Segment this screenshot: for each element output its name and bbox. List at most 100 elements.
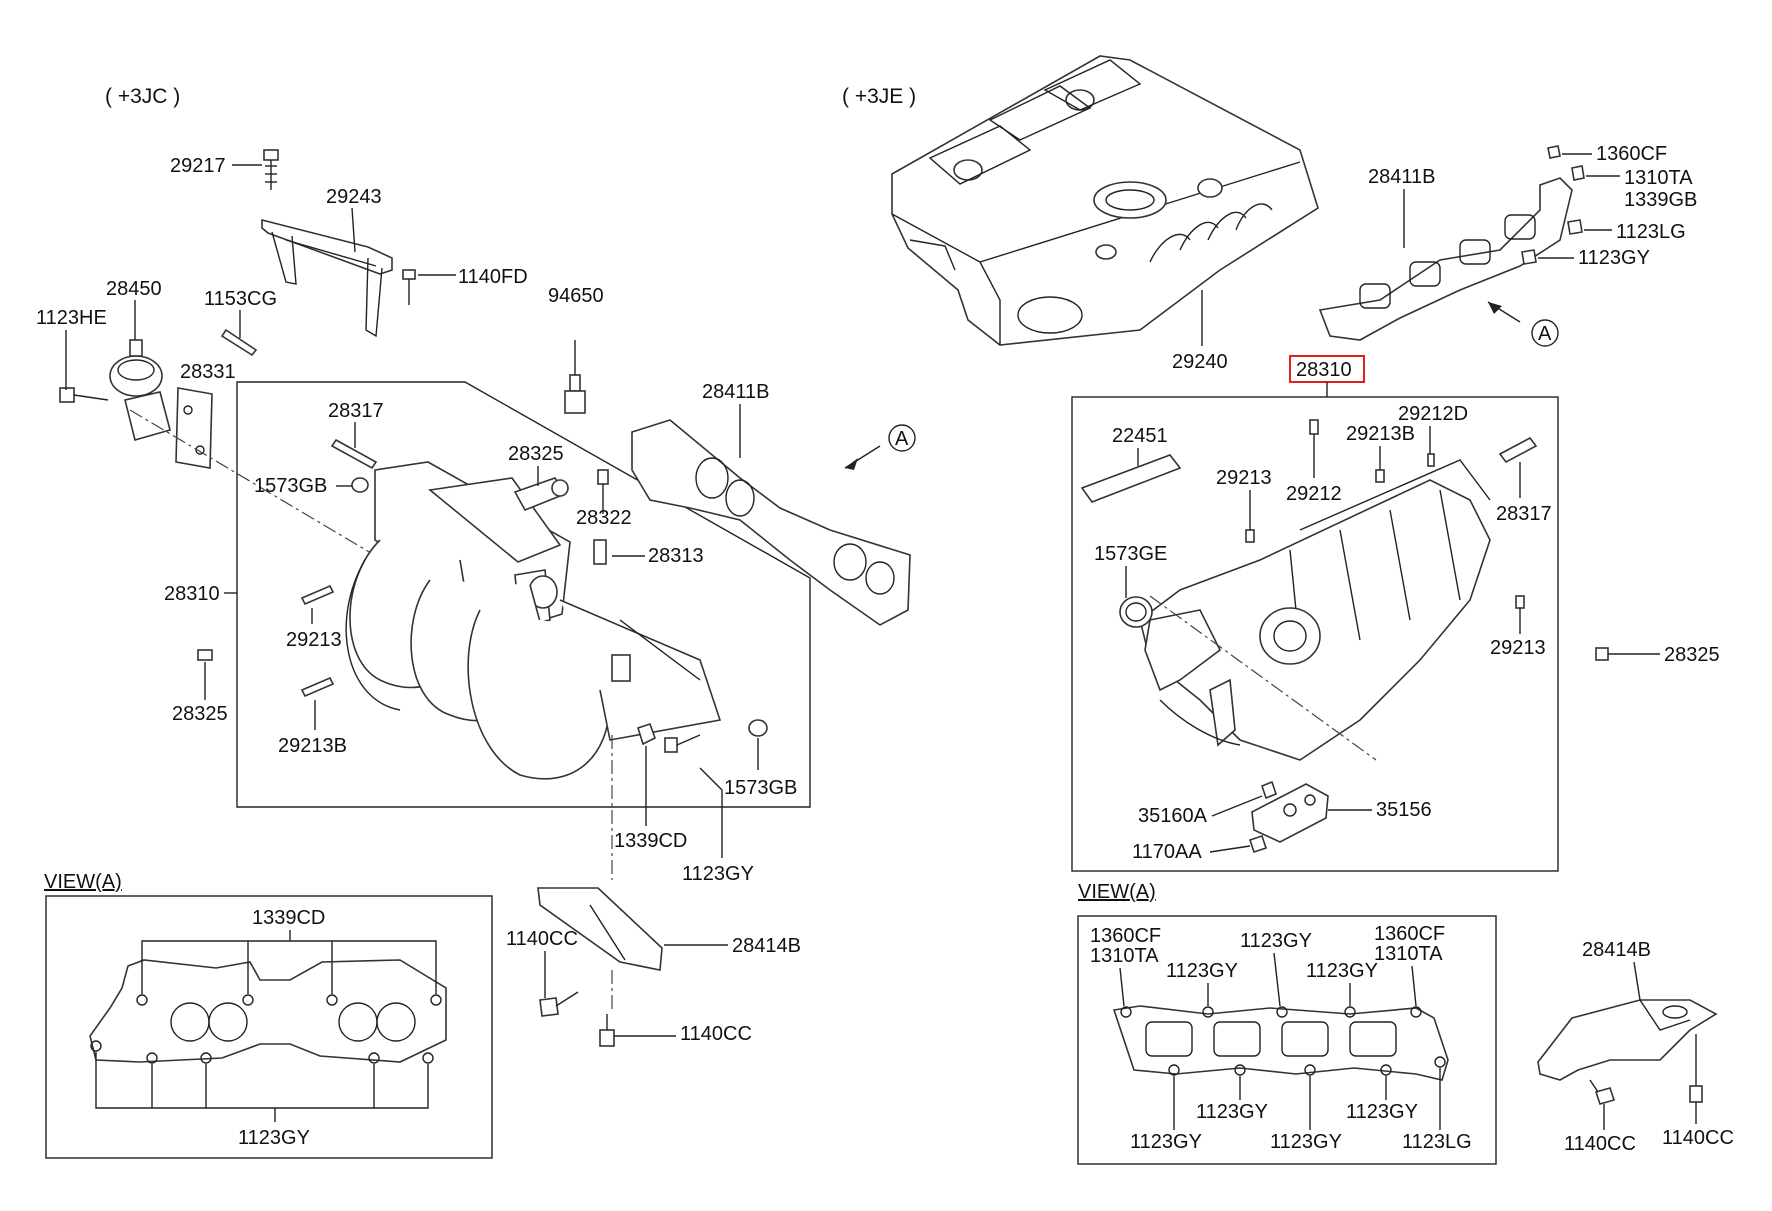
label-29212D: 29212D xyxy=(1398,403,1468,425)
bolt-1123HE xyxy=(59,387,109,403)
arrow-a-left: A xyxy=(844,424,916,470)
label-29213B-right: 29213B xyxy=(1346,423,1415,445)
bolt-29217 xyxy=(263,149,279,190)
label-29213-left: 29213 xyxy=(286,629,342,651)
label-22451: 22451 xyxy=(1112,425,1168,447)
view-a-left-gasket xyxy=(89,959,447,1064)
hardware-right-top xyxy=(1521,145,1585,265)
bracket-28414B-left xyxy=(537,887,663,971)
label-28317-right: 28317 xyxy=(1496,503,1552,525)
gasket-35160A xyxy=(1261,780,1277,800)
label-1140CC-b: 1140CC xyxy=(680,1023,752,1045)
label-28411B-left: 28411B xyxy=(702,381,769,403)
label-28450: 28450 xyxy=(106,278,162,300)
label-view-1123GY-f: 1123GY xyxy=(1130,1131,1202,1153)
right-assembly-frame xyxy=(1071,396,1559,872)
label-29213-right-a: 29213 xyxy=(1216,467,1272,489)
label-35160A: 35160A xyxy=(1138,805,1208,827)
label-plate-22451 xyxy=(1080,454,1182,503)
bolt-1140FD xyxy=(402,269,416,305)
center-line xyxy=(129,409,409,576)
engine-cover-29240 xyxy=(891,55,1319,346)
left-group-title: ( +3JC ) xyxy=(105,85,180,108)
label-view-1310TA-b: 1310TA xyxy=(1374,943,1443,965)
label-1339CD-left: 1339CD xyxy=(614,830,687,852)
label-29213-right-b: 29213 xyxy=(1490,637,1546,659)
label-1140FD: 1140FD xyxy=(458,266,528,288)
label-view-1123GY-a: 1123GY xyxy=(1166,960,1238,982)
gasket-28411B-right xyxy=(1318,177,1573,341)
intake-manifold-left xyxy=(345,461,722,780)
label-28310-left: 28310 xyxy=(164,583,220,605)
labels-left: 29217 29243 1140FD 28450 1153CG 94650 11… xyxy=(36,155,801,1045)
bracket-29243 xyxy=(261,218,393,338)
valve-28325-top xyxy=(513,477,569,512)
view-a-left-leaders: 1339CD 1123GY xyxy=(95,907,437,1149)
bolt-1170AA xyxy=(1248,834,1268,854)
label-1123LG-right: 1123LG xyxy=(1616,221,1686,243)
view-a-left-frame xyxy=(45,895,493,1159)
label-view-1123GY-c: 1123GY xyxy=(1306,960,1378,982)
label-1123GY-view: 1123GY xyxy=(238,1127,310,1149)
label-29243: 29243 xyxy=(326,186,382,208)
stud-28317-right xyxy=(1498,436,1538,464)
label-29213B-left: 29213B xyxy=(278,735,347,757)
label-view-1310TA-a: 1310TA xyxy=(1090,945,1159,967)
label-94650: 94650 xyxy=(548,285,604,307)
label-view-1360CF-b: 1360CF xyxy=(1374,923,1445,945)
label-1573GB-top: 1573GB xyxy=(254,475,327,497)
seal-1573GE xyxy=(1119,596,1153,628)
view-a-right-title: VIEW(A) xyxy=(1078,881,1156,903)
gasket-28411B-left xyxy=(631,419,911,626)
label-1140CC-c: 1140CC xyxy=(1564,1133,1636,1155)
intake-manifold-right xyxy=(1139,459,1491,761)
label-28313: 28313 xyxy=(648,545,704,567)
label-view-1360CF-a: 1360CF xyxy=(1090,925,1161,947)
label-1339CD-view: 1339CD xyxy=(252,907,325,929)
view-a-right-labels: 1360CF 1310TA 1123GY 1123GY 1360CF 1310T… xyxy=(1090,923,1472,1153)
pins-right xyxy=(1245,419,1609,661)
left-assembly-frame xyxy=(236,381,811,808)
label-1123GY-right: 1123GY xyxy=(1578,247,1650,269)
view-a-right-gasket xyxy=(1112,1005,1449,1081)
arrow-a-right: A xyxy=(1487,301,1559,347)
view-a-left-title: VIEW(A) xyxy=(44,871,122,893)
label-view-1123GY-e: 1123GY xyxy=(1346,1101,1418,1123)
bolt-1140CC-b xyxy=(599,1014,615,1047)
label-1339GB: 1339GB xyxy=(1624,189,1697,211)
label-28325-top: 28325 xyxy=(508,443,564,465)
stud-29213-left xyxy=(300,584,335,606)
label-29217: 29217 xyxy=(170,155,226,177)
sensor-94650 xyxy=(564,340,586,414)
labels-right: 1360CF 1310TA 1339GB 28411B 1123LG 1123G… xyxy=(1094,143,1720,863)
label-1170AA: 1170AA xyxy=(1132,841,1202,863)
label-1310TA: 1310TA xyxy=(1624,167,1693,189)
label-28322: 28322 xyxy=(576,507,632,529)
stud-1153CG xyxy=(220,328,258,357)
label-view-1123GY-b: 1123GY xyxy=(1240,930,1312,952)
right-group-title: ( +3JE ) xyxy=(842,85,916,108)
stud-29213B-left xyxy=(300,676,335,698)
label-1573GB-bottom: 1573GB xyxy=(724,777,797,799)
label-35156: 35156 xyxy=(1376,799,1432,821)
pin-28322 xyxy=(597,469,609,514)
actuator-28450 xyxy=(109,339,171,441)
label-29240: 29240 xyxy=(1172,351,1228,373)
idle-valve-35156 xyxy=(1251,783,1329,843)
label-1140CC-d: 1140CC xyxy=(1662,1127,1734,1149)
label-29212: 29212 xyxy=(1286,483,1342,505)
label-28414B-right: 28414B xyxy=(1582,939,1651,961)
label-1123HE: 1123HE xyxy=(36,307,107,329)
label-28325-right: 28325 xyxy=(1664,644,1720,666)
label-view-1123GY-g: 1123GY xyxy=(1270,1131,1342,1153)
bolt-1140CC-a xyxy=(539,991,579,1017)
plug-1573GB-bottom xyxy=(748,719,768,737)
arrow-a-left-letter: A xyxy=(895,428,909,450)
bolt-1123GY-left xyxy=(664,734,701,753)
bolt-1339CD-left xyxy=(637,722,656,746)
label-28411B-right: 28411B xyxy=(1368,166,1435,188)
plug-1573GB-top xyxy=(351,477,369,493)
label-28331: 28331 xyxy=(180,361,236,383)
label-view-1123LG: 1123LG xyxy=(1402,1131,1472,1153)
